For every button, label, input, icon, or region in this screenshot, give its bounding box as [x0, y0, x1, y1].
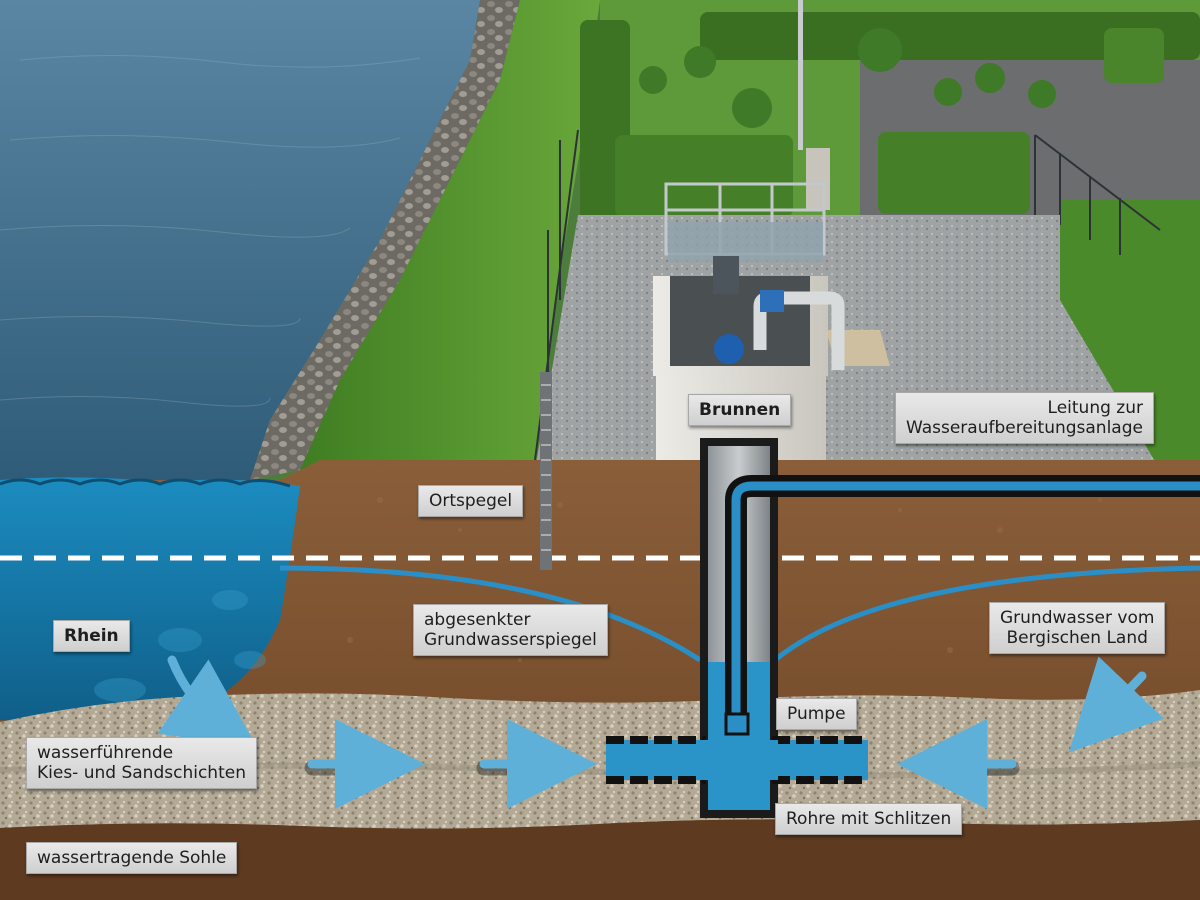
label-leitung-line1: Leitung zur	[1047, 398, 1143, 418]
valve	[760, 290, 784, 312]
hedge-right	[1060, 200, 1200, 470]
hedge-front-right	[878, 132, 1030, 214]
label-ortspegel: Ortspegel	[418, 485, 524, 517]
label-pumpe: Pumpe	[776, 698, 857, 730]
grass-slope	[300, 0, 600, 470]
label-kies: wasserführende Kies- und Sandschichten	[26, 737, 257, 789]
pump-unit	[724, 712, 750, 736]
gauge-ticks	[541, 384, 551, 551]
river-surface	[0, 0, 480, 480]
light-pole	[798, 0, 803, 150]
label-rohre: Rohre mit Schlitzen	[775, 803, 963, 835]
well-platform	[668, 222, 823, 262]
lowered-water-table-left	[279, 565, 702, 663]
label-abgesenkter-line1: abgesenkter	[424, 610, 531, 630]
label-grundwasser-bergisch: Grundwasser vom Bergischen Land	[989, 602, 1166, 654]
fence-right	[1034, 134, 1161, 255]
label-kies-line1: wasserführende	[37, 743, 174, 763]
screen-junction	[700, 740, 778, 780]
water-gauge	[540, 372, 552, 570]
flow-arrow-icon	[157, 655, 1164, 809]
label-brunnen: Brunnen	[688, 394, 792, 426]
label-sohle: wassertragende Sohle	[26, 842, 238, 874]
hedge-corner	[1104, 28, 1164, 83]
garden-bushes	[639, 28, 1056, 128]
hedge-back	[700, 12, 1200, 60]
river-ripples	[0, 54, 421, 407]
label-rhein: Rhein	[53, 620, 130, 652]
river-wave-line	[0, 478, 291, 488]
hedge-front-left	[615, 135, 793, 217]
riser-pipe	[731, 481, 1200, 725]
label-abgesenkter-line2: Grundwasserspiegel	[424, 630, 597, 650]
lowered-water-table-right	[773, 565, 1200, 662]
bearing-layer	[0, 819, 1200, 900]
control-cabinet	[806, 148, 830, 210]
riverbed-stones	[94, 590, 266, 702]
label-leitung: Leitung zur Wasseraufbereitungsanlage	[895, 392, 1154, 444]
stone-embankment	[250, 0, 520, 480]
pump-housing	[714, 334, 744, 364]
label-grundwasser-line2: Bergischen Land	[1006, 628, 1148, 648]
pump-motor	[713, 256, 739, 294]
label-leitung-line2: Wasseraufbereitungsanlage	[906, 418, 1143, 438]
label-abgesenkter: abgesenkter Grundwasserspiegel	[413, 604, 608, 656]
label-grundwasser-line1: Grundwasser vom	[1000, 608, 1155, 628]
screen-slots	[606, 736, 868, 784]
label-kies-line2: Kies- und Sandschichten	[37, 763, 246, 783]
